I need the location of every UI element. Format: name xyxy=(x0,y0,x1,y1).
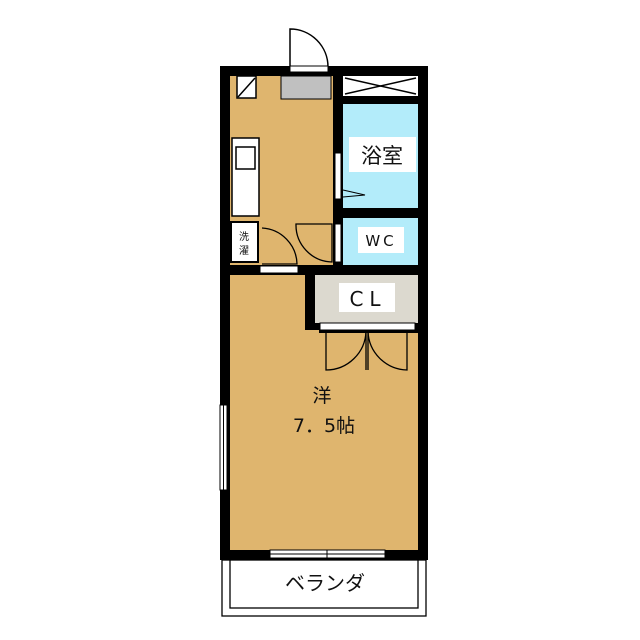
kitchen-sink xyxy=(231,137,260,217)
laundry-label: 洗 xyxy=(239,231,249,243)
laundry-label: 濯 xyxy=(239,245,249,257)
laundry-space: 洗 濯 xyxy=(230,221,259,263)
pipe-space xyxy=(343,76,418,96)
toilet-door xyxy=(334,223,342,263)
laundry-door xyxy=(261,227,298,265)
toilet-swing-door xyxy=(295,223,333,263)
toilet-label: WC xyxy=(365,232,396,250)
balcony: ベランダ xyxy=(221,559,427,617)
entrance-area xyxy=(280,75,332,100)
balcony-label: ベランダ xyxy=(285,571,365,595)
room-size-label: 7．5帖 xyxy=(293,415,355,437)
closet-label: CL xyxy=(349,287,386,311)
room-type-label: 洋 xyxy=(312,385,331,407)
bathroom-door xyxy=(334,152,342,200)
room-door xyxy=(259,265,299,274)
refrigerator-space xyxy=(236,75,257,99)
bathroom-label: 浴室 xyxy=(361,144,403,168)
closet-doors xyxy=(325,330,408,371)
